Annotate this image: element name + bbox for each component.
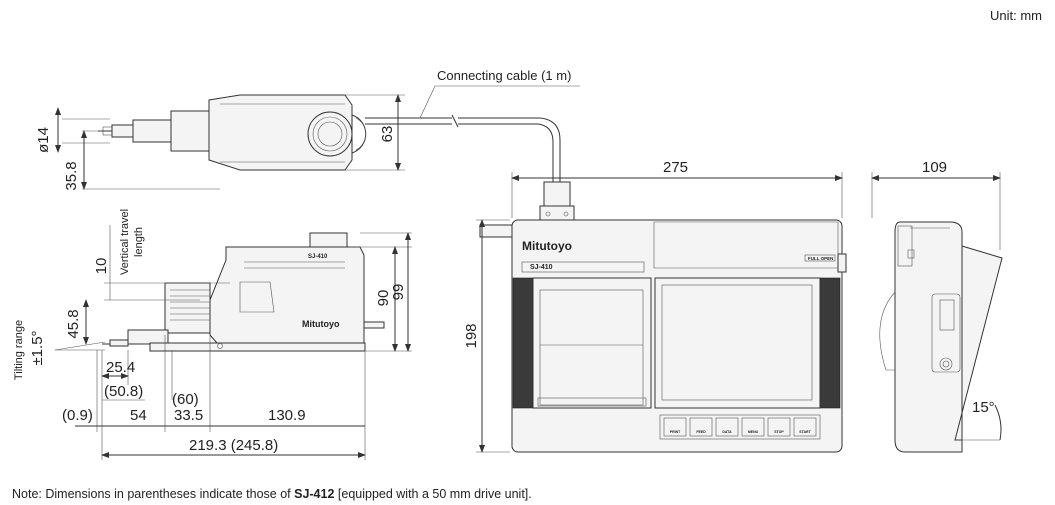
dim-275: 275 [663, 159, 688, 176]
dim-90: 90 [375, 290, 392, 307]
dim-10: 10 [93, 258, 110, 275]
footnote-suffix: [equipped with a 50 mm drive unit]. [334, 487, 532, 501]
dim-25-4: 25.4 [106, 359, 135, 376]
dim-dia14: ø14 [35, 127, 52, 153]
dim-60: (60) [172, 391, 199, 408]
display-button-feed [689, 417, 713, 437]
display-button-menu [741, 417, 765, 437]
front-brand-label: Mitutoyo [522, 239, 572, 253]
display-unit-side-view [879, 221, 1003, 453]
front-model-label: SJ-410 [530, 264, 553, 271]
display-button-data [715, 417, 739, 437]
display-button-label: FEED [696, 430, 706, 434]
full-open-label: FULL OPEN [808, 256, 833, 261]
display-button-label: START [799, 430, 811, 434]
display-button-label: MENU [748, 430, 759, 434]
footnote: Note: Dimensions in parentheses indicate… [12, 487, 532, 501]
dim-45-8: 45.8 [65, 309, 82, 338]
dim-35-8: 35.8 [63, 161, 80, 190]
display-button-stop [767, 417, 791, 437]
dim-tilt: ±1.5° [29, 330, 46, 365]
dim-33-5: 33.5 [174, 407, 203, 424]
dim-15-degrees: 15° [972, 399, 995, 416]
unit-label: Unit: mm [990, 8, 1042, 23]
dim-0-9: (0.9) [62, 407, 93, 424]
drive-unit-side-view: SJ-410 Mitutoyo [102, 232, 385, 352]
dim-109: 109 [922, 159, 947, 176]
dim-130-9: 130.9 [268, 407, 306, 424]
dim-50-8: (50.8) [104, 383, 143, 400]
display-unit-front-view: Mitutoyo SJ-410 FULL OPEN PRINT FEED DATA M… [479, 181, 847, 453]
display-button-label: DATA [722, 430, 732, 434]
footnote-prefix: Note: Dimensions in parentheses indicate… [12, 487, 295, 501]
dim-198: 198 [463, 323, 480, 348]
display-button-label: PRINT [670, 430, 681, 434]
dim-54: 54 [130, 407, 147, 424]
tilting-label: Tilting range [13, 320, 25, 380]
footnote-model: SJ-412 [294, 487, 335, 501]
cable-label: Connecting cable (1 m) [437, 68, 571, 83]
display-button-start [793, 417, 817, 437]
vertical-travel-label-2: length [133, 227, 145, 257]
display-button-print [663, 417, 687, 437]
display-button-label: STOP [774, 430, 784, 434]
side-model-label: SJ-410 [308, 254, 328, 260]
side-brand-label: Mitutoyo [302, 319, 340, 329]
drive-unit-top-view [98, 94, 561, 182]
dim-99: 99 [390, 284, 407, 301]
dim-219-3: 219.3 (245.8) [189, 437, 278, 454]
vertical-travel-label-1: Vertical travel [119, 209, 131, 275]
dim-63: 63 [379, 126, 396, 143]
